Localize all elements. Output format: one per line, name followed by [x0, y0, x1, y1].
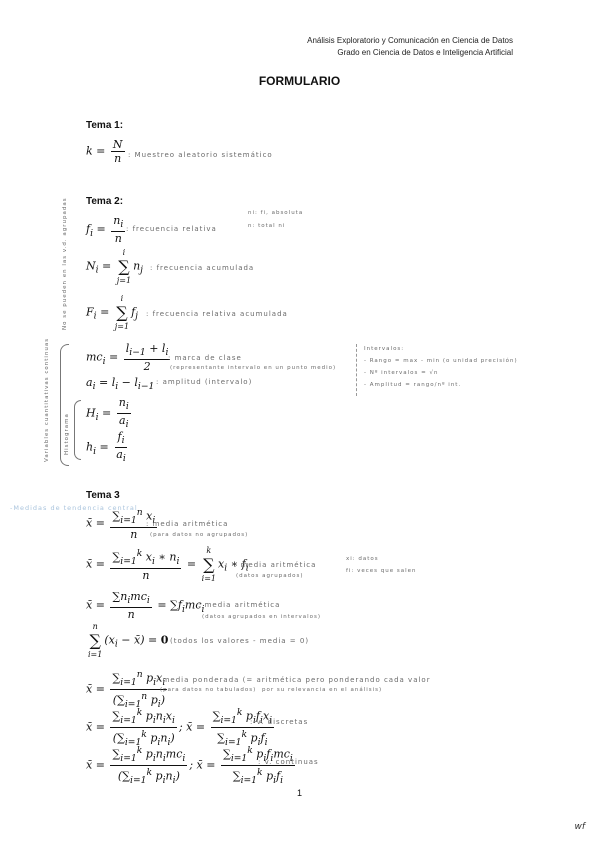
brace-histogram [74, 400, 81, 460]
tema2-heading: Tema 2: [86, 196, 124, 207]
formula-ai: ai = li − li−1 [86, 376, 155, 393]
note-media1-sub: (para datos no agrupados) [150, 532, 249, 538]
note-mci-sub: (representante intervalo en un punto med… [170, 365, 337, 371]
header-course: Análisis Exploratorio y Comunicación en … [307, 36, 513, 45]
intervalos-rango: - Rango = max - min (o unidad precisión) [364, 358, 518, 364]
formula-ponderada-continua: x̄ = ∑i=1k pinimci(∑i=1k pini); x̄ = ∑i=… [86, 745, 295, 786]
tema3-heading: Tema 3 [86, 490, 120, 501]
note-mci: : marca de clase [168, 354, 242, 362]
note-media3-sub: (datos agrupados en intervalos) [202, 614, 322, 620]
vert-continuous: Variables cuantitativas continuas [44, 337, 50, 462]
intervalos-divider [356, 344, 357, 396]
note-media2: : media aritmética [234, 561, 317, 569]
note-media3: : media aritmética [198, 601, 281, 609]
note-ponderada-sub: (para datos no tabulados) [160, 687, 257, 693]
side-ni: ni: fi, absoluta [248, 210, 304, 216]
page-number: 1 [296, 788, 302, 798]
watermark-logo: wf [574, 822, 585, 832]
note-Ni: : frecuencia acumulada [150, 264, 255, 272]
intervalos-title: Intervalos: [364, 346, 405, 352]
header-degree: Grado en Ciencia de Datos e Inteligencia… [337, 48, 513, 57]
formula-ponderada-discreta: x̄ = ∑i=1k pinixi(∑i=1k pini); x̄ = ∑i=1… [86, 707, 275, 748]
note-sum-zero: (todos los valores - media = 0) [170, 637, 310, 645]
note-fi-veces: fi: veces que salen [346, 568, 417, 574]
page-title: FORMULARIO [258, 74, 341, 88]
note-continuas: : v. continuas [258, 758, 319, 766]
vert-histogram: Histograma [64, 413, 70, 455]
note-ponderada-sub2: por su relevancia en el análisis) [262, 687, 383, 693]
note-ponderada: : media ponderada (= aritmética pero pon… [156, 676, 431, 684]
note-xi: xi: datos [346, 556, 379, 562]
note-fi: : frecuencia relativa [126, 225, 217, 233]
intervalos-num: - Nº intervalos = √n [364, 370, 439, 376]
note-discretas: : v. discretas [250, 718, 309, 726]
intervalos-amplitud: - Amplitud = rango/nº int. [364, 382, 462, 388]
note-ai: : amplitud (intervalo) [156, 378, 253, 386]
formula-sum-zero: n∑i=1(xi − x̄) = 0 [88, 622, 169, 659]
side-n: n: total ni [248, 223, 286, 229]
note-k: : Muestreo aleatorio sistemático [128, 151, 273, 159]
brace-continuous [60, 344, 69, 466]
formula-ponderada: x̄ = ∑i=1n pixi(∑i=1n pi) [86, 669, 168, 710]
note-media1: : media aritmética [146, 520, 229, 528]
vert-note: No se pueden en las v.d. agrupadas [62, 197, 68, 330]
note-media2-sub: (datos agrupados) [236, 573, 304, 579]
note-Fi: : frecuencia relativa acumulada [146, 310, 288, 318]
tema1-heading: Tema 1: [86, 120, 124, 131]
blue-note: -Medidas de tendencia central [10, 504, 138, 512]
